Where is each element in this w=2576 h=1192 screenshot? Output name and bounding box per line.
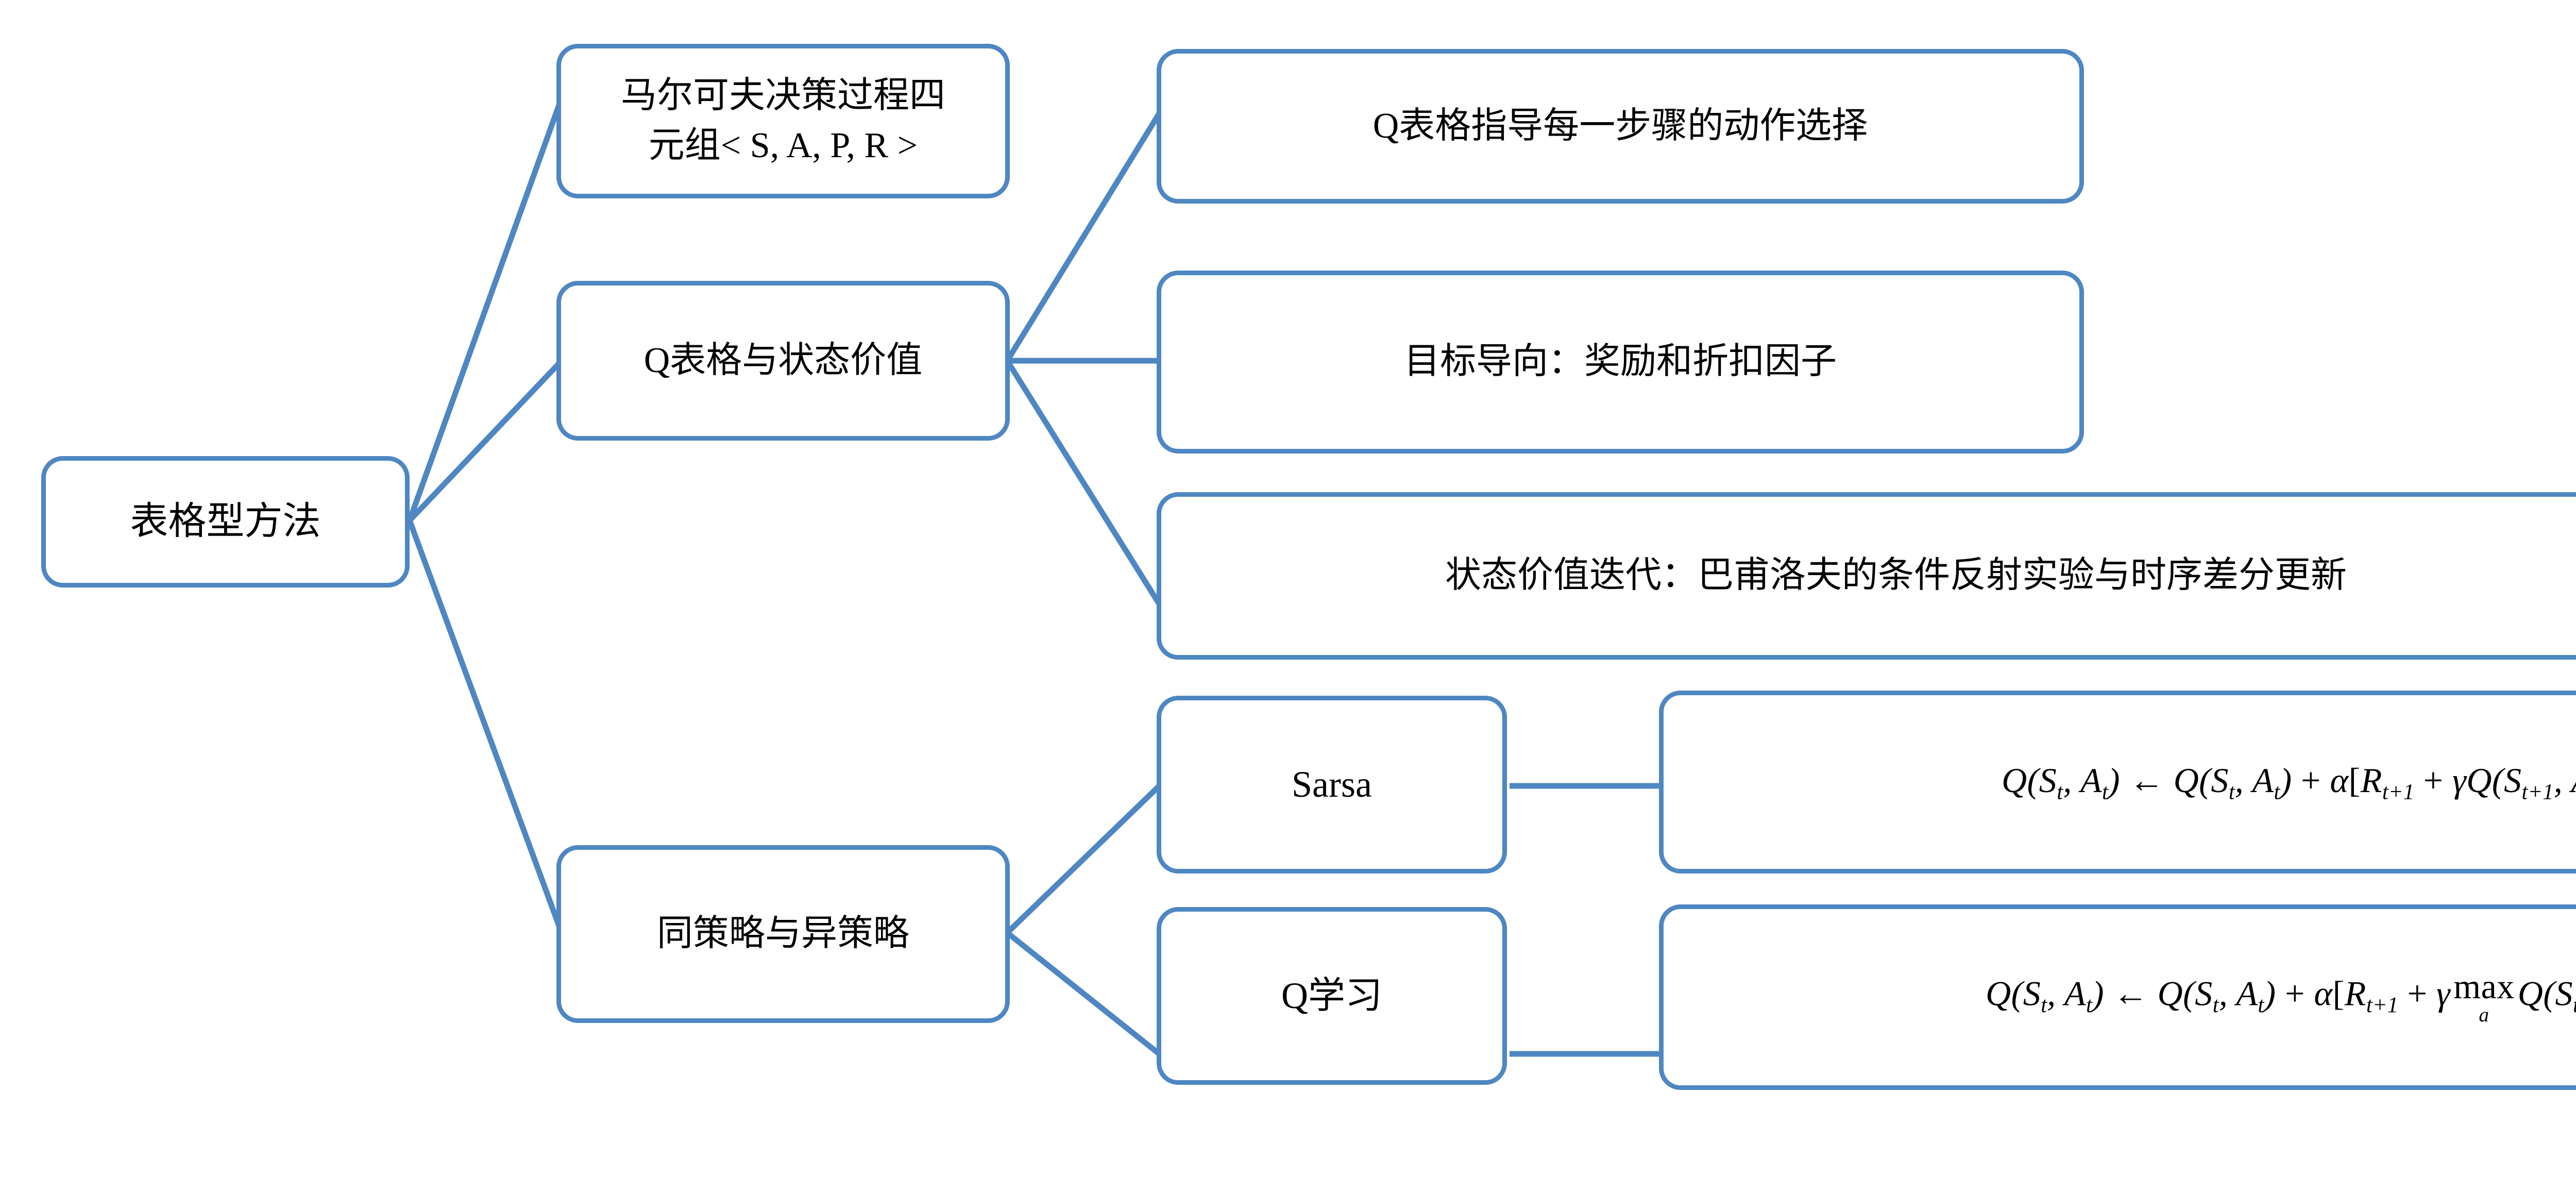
edge-onoff-qlearning — [1005, 930, 1161, 1056]
node-on-off-policy[interactable]: 同策略与异策略 — [556, 845, 1010, 1023]
edge-onoff-sarsa — [1005, 784, 1161, 935]
edge-qtable-value-iteration — [1005, 359, 1164, 610]
node-q-learning-label: Q学习 — [1281, 975, 1382, 1016]
node-qtable[interactable]: Q表格与状态价值 — [556, 281, 1010, 441]
node-action-selection[interactable]: Q表格指导每一步骤的动作选择 — [1157, 49, 2084, 204]
node-sarsa[interactable]: Sarsa — [1157, 696, 1507, 874]
node-goal-oriented[interactable]: 目标导向：奖励和折扣因子 — [1157, 271, 2084, 454]
sarsa-update-equation: Q(St, At) ← Q(St, At) + α[Rt+1 + γQ(St+1… — [2002, 761, 2576, 804]
node-sarsa-label: Sarsa — [1292, 763, 1372, 805]
node-mdp[interactable]: 马尔可夫决策过程四 元组< S, A, P, R > — [556, 44, 1010, 198]
node-goal-oriented-label: 目标导向：奖励和折扣因子 — [1404, 342, 1837, 382]
node-root-label: 表格型方法 — [130, 500, 321, 543]
node-action-selection-label: Q表格指导每一步骤的动作选择 — [1372, 106, 1868, 146]
node-value-iteration[interactable]: 状态价值迭代：巴甫洛夫的条件反射实验与时序差分更新 — [1157, 492, 2576, 660]
node-root[interactable]: 表格型方法 — [41, 456, 410, 587]
node-on-off-policy-label: 同策略与异策略 — [657, 914, 909, 954]
node-value-iteration-label: 状态价值迭代：巴甫洛夫的条件反射实验与时序差分更新 — [1445, 556, 2347, 596]
edge-qtable-action-selection — [1005, 108, 1164, 362]
node-qtable-label: Q表格与状态价值 — [643, 340, 923, 380]
node-sarsa-formula[interactable]: Q(St, At) ← Q(St, At) + α[Rt+1 + γQ(St+1… — [1659, 691, 2576, 874]
edge-root-onoff — [406, 519, 565, 934]
node-q-learning[interactable]: Q学习 — [1157, 907, 1507, 1085]
node-mdp-label: 马尔可夫决策过程四 元组< S, A, P, R > — [621, 76, 945, 165]
edge-root-qtable — [408, 359, 564, 523]
edge-root-mdp — [406, 97, 565, 522]
